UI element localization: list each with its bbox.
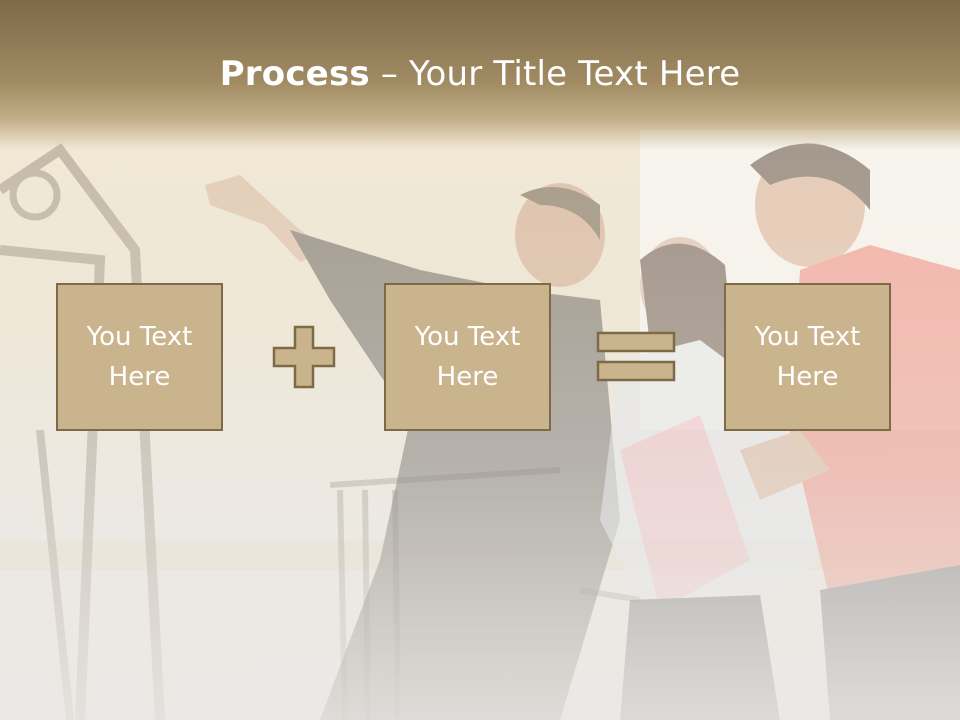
title-band: [0, 0, 960, 150]
slide-title: Process – Your Title Text Here: [0, 54, 960, 94]
process-box-3[interactable]: You Text Here: [724, 283, 891, 431]
process-box-1[interactable]: You Text Here: [56, 283, 223, 431]
process-box-3-text: You Text Here: [754, 322, 861, 392]
plus-icon: [272, 325, 336, 389]
equals-icon: [596, 331, 676, 382]
process-box-2[interactable]: You Text Here: [384, 283, 551, 431]
process-box-1-text: You Text Here: [86, 322, 193, 392]
process-box-2-text: You Text Here: [414, 322, 521, 392]
title-bold: Process: [219, 54, 370, 94]
title-rest: – Your Title Text Here: [369, 54, 741, 94]
